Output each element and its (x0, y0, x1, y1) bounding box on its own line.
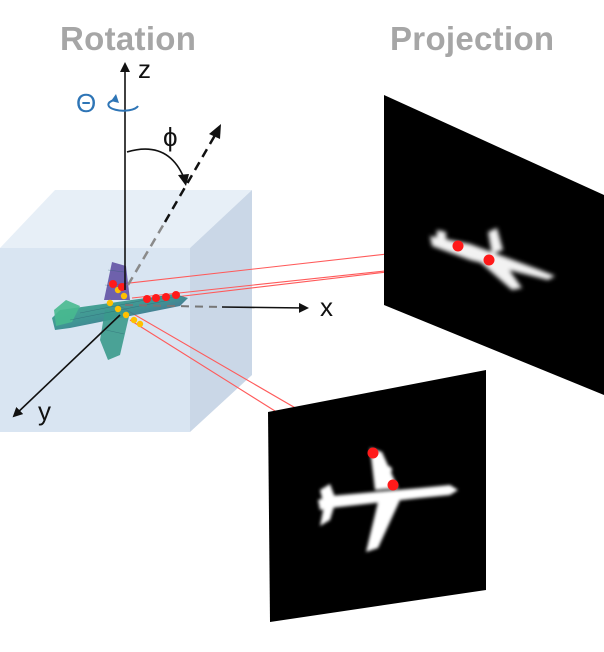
red-marker (143, 295, 151, 303)
phi-direction-dashed (163, 129, 220, 223)
yellow-marker (122, 311, 130, 319)
phi-arc-arrowhead (178, 174, 189, 186)
screen-top-red-marker (452, 240, 464, 252)
yellow-marker (130, 316, 138, 324)
red-marker (109, 280, 117, 288)
yellow-marker (120, 292, 128, 300)
y-axis-line (12, 314, 121, 418)
airplane-wing-lower (100, 310, 130, 360)
phi-direction-arrowhead (209, 124, 221, 139)
projection-screen-top (384, 95, 604, 395)
yellow-marker (106, 299, 114, 307)
screen-bottom-airplane (318, 448, 458, 552)
phi-direction-dashed-grey (126, 221, 167, 286)
cube-front-face (0, 248, 190, 432)
y-axis-label: y (38, 396, 51, 426)
phi-arc (126, 148, 185, 179)
coordinate-axes (12, 62, 309, 418)
bounding-cube (0, 190, 252, 432)
theta-label: Θ (76, 88, 97, 118)
screen-top-red-marker (483, 254, 495, 266)
cube-top-face (0, 190, 252, 248)
yellow-marker (136, 320, 144, 328)
z-axis-label: z (138, 54, 151, 84)
x-axis-dashed (124, 304, 223, 308)
screen-bottom-red-marker (367, 447, 379, 459)
red-marker (172, 291, 180, 299)
rotation-heading: Rotation (60, 20, 197, 57)
red-marker (162, 293, 170, 301)
projection-heading: Projection (390, 20, 555, 57)
airplane-voxel-object (52, 262, 188, 360)
projection-screen-bottom (268, 370, 486, 622)
phi-label: ϕ (163, 122, 178, 152)
yellow-marker (114, 305, 122, 313)
airplane-tail (54, 300, 80, 326)
screen-bottom-red-marker (387, 479, 399, 491)
cube-right-face (190, 190, 252, 432)
red-marker (152, 294, 160, 302)
red-markers (109, 280, 180, 303)
x-axis-label: x (320, 292, 333, 322)
red-marker (118, 283, 126, 291)
x-axis-line (221, 302, 309, 313)
theta-rotation-icon (107, 94, 139, 112)
